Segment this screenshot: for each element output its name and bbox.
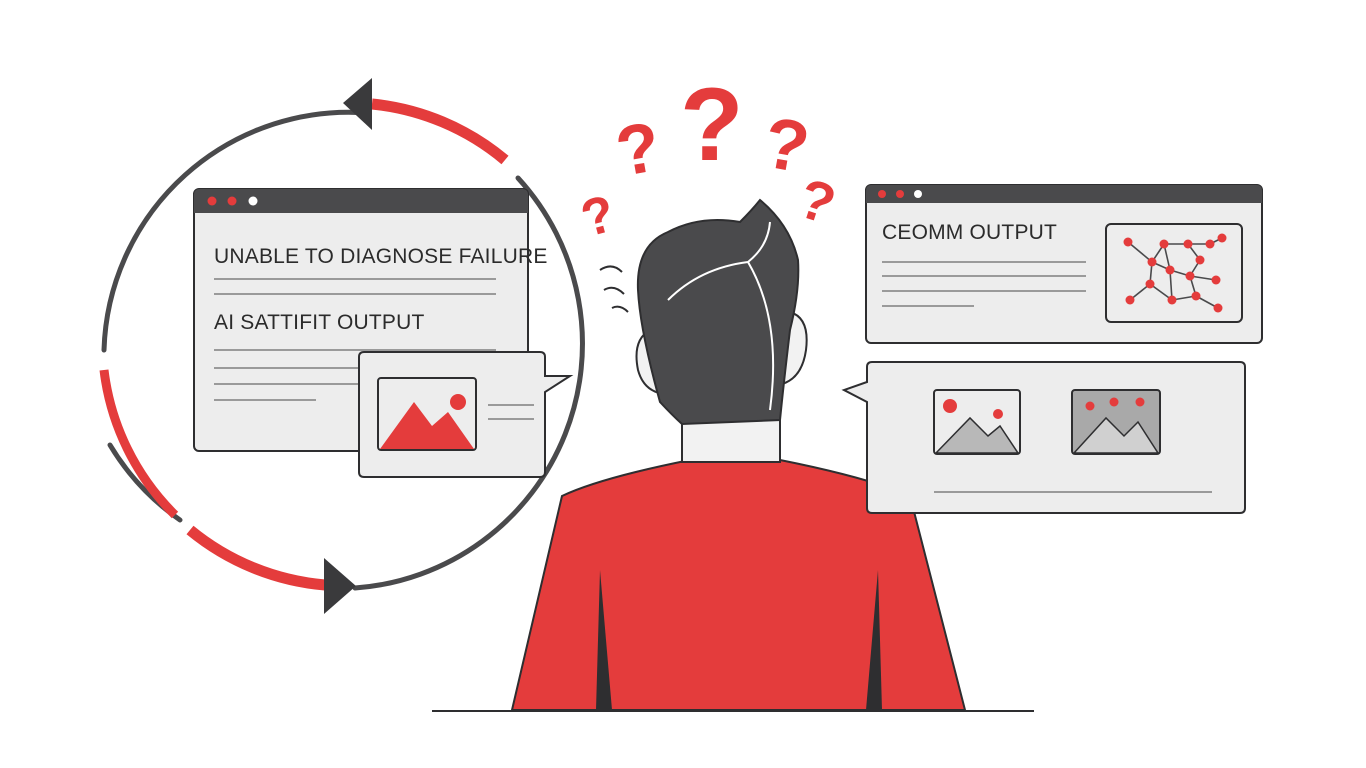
left-speech-bubble <box>358 351 574 478</box>
cycle-arc-right <box>352 175 585 591</box>
cycle-arc-top <box>101 109 371 353</box>
cycle-arc-red-bottom <box>186 525 326 591</box>
network-graph-icon <box>1105 223 1243 323</box>
left-window-subheading: AI SATTIFIT OUTPUT <box>214 311 425 334</box>
mountain-image-icon <box>933 389 1021 455</box>
right-window: CEOMM OUTPUT <box>865 184 1263 344</box>
right-window-heading: CEOMM OUTPUT <box>882 221 1057 244</box>
cycle-arc-red-top <box>371 98 509 165</box>
question-mark-icon: ? <box>680 67 744 183</box>
person-hair <box>636 198 800 426</box>
window-dots-icon <box>207 196 258 206</box>
left-window-heading: UNABLE TO DIAGNOSE FAILURE <box>214 245 548 268</box>
question-marks: ? ? ? ? ? <box>575 67 843 249</box>
mountain-image-icon <box>377 377 477 451</box>
question-mark-icon: ? <box>575 184 621 248</box>
cycle-arc-red-left <box>99 369 179 519</box>
right-speech-bubble <box>841 361 1246 514</box>
question-mark-icon: ? <box>610 107 666 191</box>
window-dots-icon <box>878 190 922 198</box>
person <box>510 198 967 711</box>
cycle-arrowhead-top <box>343 78 372 130</box>
mountain-image-icon <box>1071 389 1161 455</box>
cycle-arrow-icon <box>99 78 585 614</box>
cycle-arrowhead-bottom <box>324 558 356 614</box>
